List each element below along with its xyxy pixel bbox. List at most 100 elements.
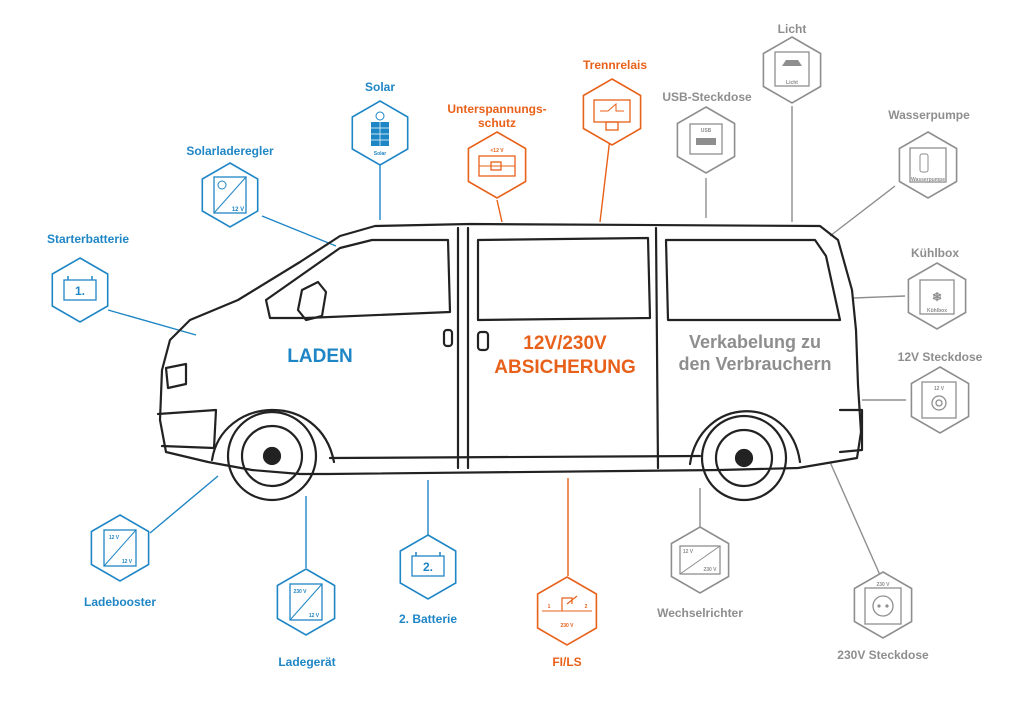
booster-out-voltage: 12 V <box>122 559 133 565</box>
fridge-icon-text: Kühlbox <box>927 308 947 314</box>
door-handle-slide <box>476 330 490 352</box>
unterspannungsschutz-icon: <12 V <box>467 131 527 199</box>
label-usb-steckdose: USB-Steckdose <box>662 90 752 104</box>
connector-trennrelais <box>599 137 611 223</box>
side-window-rear <box>664 238 842 322</box>
connector-solarladeregler <box>261 215 337 247</box>
steckdose12-icon: 12 V <box>910 366 970 434</box>
van-body-outline <box>158 222 863 476</box>
socket230-box <box>864 587 902 625</box>
wasserpumpe-icon: Wasserpumpe <box>898 131 958 199</box>
wheel-front-hub <box>262 446 282 466</box>
booster-in-voltage: 12 V <box>109 535 120 541</box>
side-mirror <box>296 280 328 322</box>
label-solar: Solar <box>364 80 396 94</box>
label-starterbatterie: Starterbatterie <box>46 232 130 246</box>
solarladeregler-icon: 12 V <box>201 162 259 228</box>
label-trennrelais: Trennrelais <box>582 58 648 72</box>
windshield <box>264 238 452 320</box>
trennrelais-icon <box>582 78 642 146</box>
usb-icon: USB <box>676 106 736 174</box>
licht-icon-hexagon <box>762 36 822 104</box>
inverter-in-voltage: 12 V <box>683 549 694 555</box>
socket12-box <box>921 381 957 419</box>
label-unterspannungsschutz-line2: schutz <box>477 116 517 130</box>
charger-in-voltage: 230 V <box>293 589 307 595</box>
starterbatterie-icon-hexagon <box>51 257 109 323</box>
connector-ladebooster <box>149 475 219 534</box>
battery-2-body <box>411 555 445 577</box>
ladebooster-icon: 12 V 12 V <box>90 514 150 582</box>
charge-controller-box <box>213 176 247 214</box>
connector-steckdose230 <box>829 461 881 576</box>
booster-box <box>103 529 137 567</box>
solar-icon-text: Solar <box>374 151 387 157</box>
side-window-middle <box>476 236 652 322</box>
batterie2-icon: 2. <box>399 534 457 600</box>
fils-terminal-1: 1 <box>548 604 551 610</box>
connector-kuehlbox <box>853 295 906 299</box>
label-2-batterie: 2. Batterie <box>398 612 458 626</box>
label-solarladeregler: Solarladeregler <box>186 144 274 158</box>
batterie2-icon-hexagon <box>399 534 457 600</box>
wheel-rear-hub <box>734 448 754 468</box>
label-12v-steckdose: 12V Steckdose <box>897 350 983 364</box>
snowflake-icon: ❄ <box>932 290 942 304</box>
label-230v-steckdose: 230V Steckdose <box>837 648 929 662</box>
label-licht: Licht <box>777 22 807 36</box>
van-illustration <box>156 222 864 502</box>
label-wasserpumpe: Wasserpumpe <box>888 108 970 122</box>
rocker-line <box>328 454 702 460</box>
door-handle-front <box>442 328 454 348</box>
section-charging-title: LADEN <box>287 346 353 367</box>
light-icon-text: Licht <box>786 80 798 86</box>
inverter-box <box>679 545 721 575</box>
starterbatterie-icon: 1. <box>51 257 109 323</box>
trennrelais-icon-hexagon <box>582 78 642 146</box>
front-bumper <box>156 408 218 450</box>
label-kuehlbox: Kühlbox <box>911 246 959 260</box>
charger-out-voltage: 12 V <box>309 613 320 619</box>
wheel-rear-tire <box>700 414 788 502</box>
solar-icon: Solar <box>351 100 409 166</box>
pump-icon-text: Wasserpumpe <box>911 177 945 183</box>
battery-1-body <box>63 279 97 301</box>
wechselrichter-icon: 12 V 230 V <box>670 526 730 594</box>
usb-box <box>689 123 723 155</box>
rear-bumper <box>838 408 864 454</box>
pump-box <box>909 147 947 183</box>
ladegeraet-icon: 230 V 12 V <box>276 568 336 636</box>
label-fils: FI/LS <box>552 655 582 669</box>
socket230-voltage: 230 V <box>876 582 890 588</box>
unterspannungsschutz-icon-hexagon <box>467 131 527 199</box>
wheel-rear-rim <box>714 428 774 488</box>
fils-terminal-2: 2 <box>585 604 588 610</box>
label-ladebooster: Ladebooster <box>83 595 157 609</box>
wheel-front-rim <box>240 424 304 488</box>
charge-controller-voltage: 12 V <box>232 207 244 213</box>
lvd-threshold: <12 V <box>490 148 504 154</box>
battery-2-number: 2. <box>423 560 433 574</box>
usb-icon-text: USB <box>701 128 712 134</box>
wheel-arch-front <box>210 408 336 464</box>
fridge-box <box>919 279 955 315</box>
wheel-arch-rear <box>688 410 802 466</box>
light-box <box>774 51 810 87</box>
licht-icon: Licht <box>762 36 822 104</box>
connector-lines <box>107 106 906 576</box>
label-wechselrichter: Wechselrichter <box>657 606 743 620</box>
inverter-out-voltage: 230 V <box>703 567 717 573</box>
charger-box <box>289 583 323 621</box>
label-unterspannungsschutz-line1: Unterspannungs- <box>447 102 547 116</box>
battery-1-number: 1. <box>75 284 85 298</box>
wheel-front-tire <box>226 410 318 502</box>
label-ladegeraet: Ladegerät <box>278 655 336 669</box>
section-consumers-title-line1: Verkabelung zu <box>688 332 822 352</box>
steckdose230-icon: 230 V <box>853 571 913 639</box>
door-seam-rear <box>654 226 660 470</box>
socket12-voltage: 12 V <box>934 386 945 392</box>
section-consumers-title-line2: den Verbrauchern <box>678 354 832 374</box>
